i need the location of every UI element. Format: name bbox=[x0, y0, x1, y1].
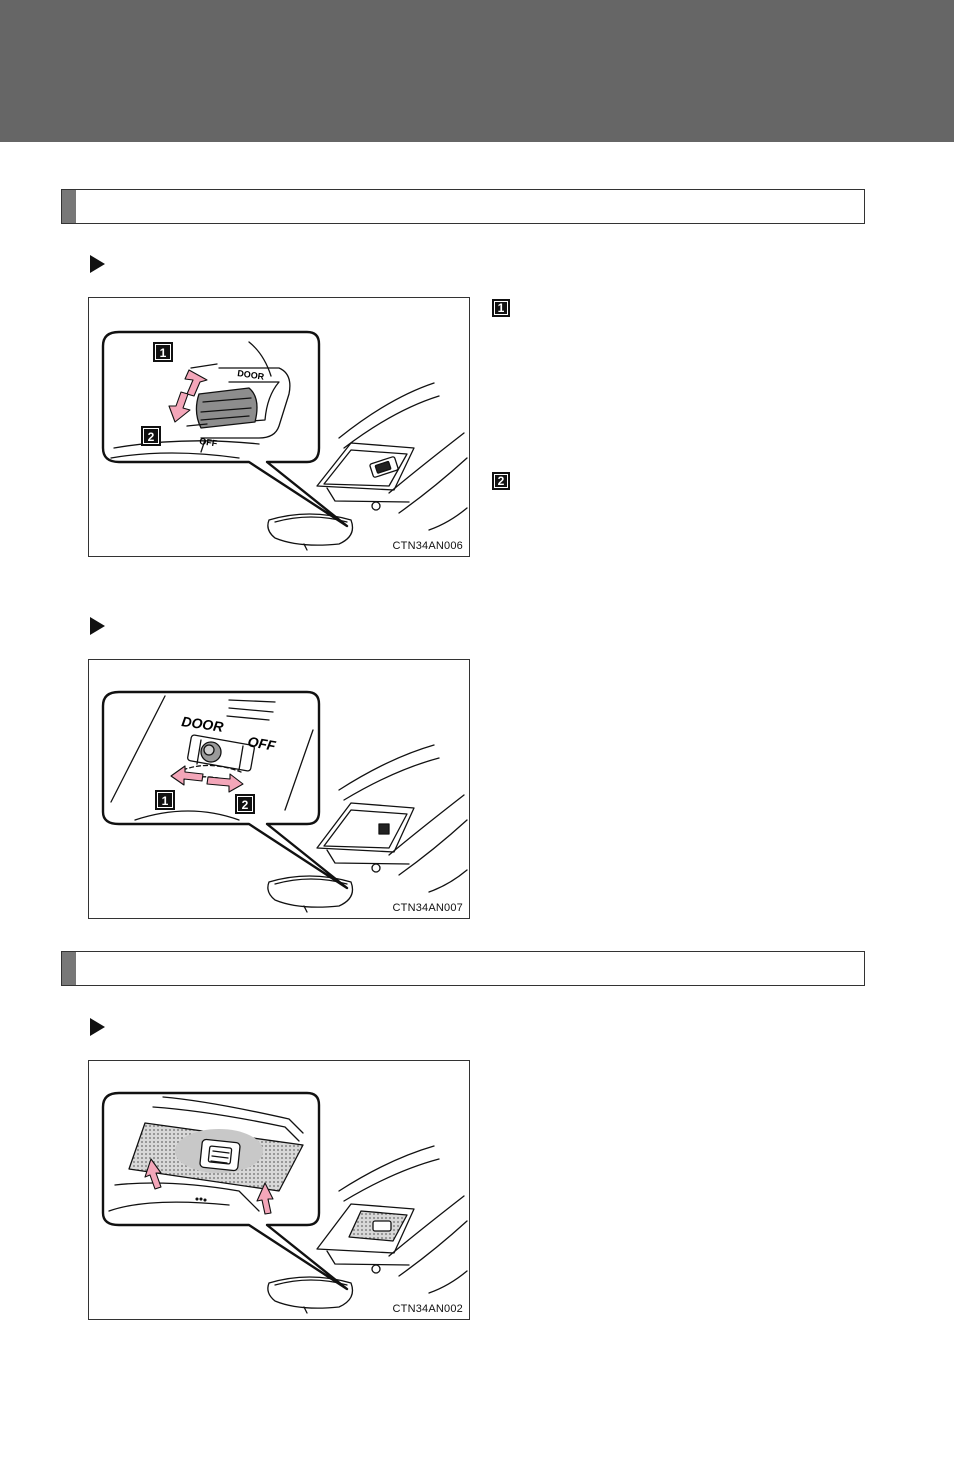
svg-text:1: 1 bbox=[162, 794, 169, 808]
callout-number-1-icon: 1 bbox=[153, 342, 173, 362]
callout-number-2-icon: 2 bbox=[141, 426, 161, 446]
switch-label-off: OFF bbox=[199, 436, 219, 448]
callout-number-1-icon: 1 bbox=[155, 790, 175, 810]
svg-text:1: 1 bbox=[160, 346, 167, 360]
illustration-overhead-console-rocker: DOOR OFF 1 2 bbox=[101, 690, 468, 913]
figure-code: CTN34AN002 bbox=[392, 1303, 463, 1315]
step-number-1-icon: 1 bbox=[492, 299, 510, 317]
illustration-overhead-console-slide: DOOR OFF 1 2 bbox=[101, 330, 468, 551]
section-heading-bar bbox=[61, 189, 865, 224]
triangle-bullet-icon bbox=[90, 617, 105, 635]
figure-personal-light-press: CTN34AN002 bbox=[88, 1060, 470, 1320]
figure-code: CTN34AN006 bbox=[392, 540, 463, 552]
svg-text:2: 2 bbox=[242, 798, 249, 812]
switch-label-door: DOOR bbox=[181, 713, 226, 735]
figure-code: CTN34AN007 bbox=[392, 902, 463, 914]
callout-number-2-icon: 2 bbox=[235, 794, 255, 814]
section-heading-bar bbox=[61, 951, 865, 986]
svg-text:2: 2 bbox=[148, 430, 155, 444]
triangle-bullet-icon bbox=[90, 255, 105, 273]
illustration-overhead-console-press bbox=[101, 1091, 468, 1314]
page-header-band bbox=[0, 0, 954, 142]
section-tab-marker bbox=[62, 190, 76, 223]
step-number-2-icon: 2 bbox=[492, 472, 510, 490]
figure-door-switch-slide: DOOR OFF 1 2 CTN34AN006 bbox=[88, 297, 470, 557]
figure-door-switch-rocker: DOOR OFF 1 2 CTN34AN007 bbox=[88, 659, 470, 919]
switch-label-door: DOOR bbox=[237, 368, 266, 382]
triangle-bullet-icon bbox=[90, 1018, 105, 1036]
switch-label-off: OFF bbox=[246, 733, 277, 754]
section-tab-marker bbox=[62, 952, 76, 985]
